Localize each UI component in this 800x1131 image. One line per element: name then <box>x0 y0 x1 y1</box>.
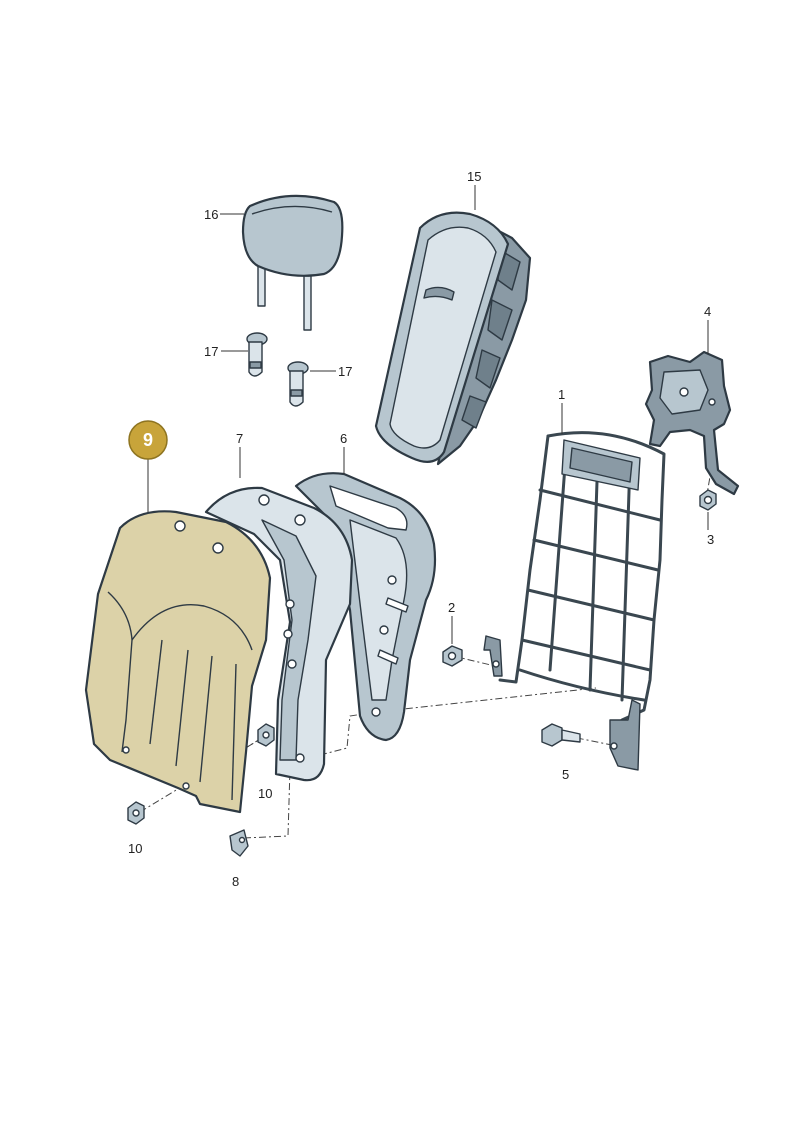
headrest-guide-right[interactable] <box>287 361 309 407</box>
callout-17-left: 17 <box>204 344 218 359</box>
callout-16: 16 <box>204 207 218 222</box>
backrest-shell[interactable] <box>294 472 437 742</box>
backrest-wire-frame[interactable] <box>483 431 666 771</box>
nut-part-3[interactable] <box>699 489 717 511</box>
backrest-cover-highlighted[interactable] <box>84 510 272 814</box>
callout-9-badge <box>128 420 168 460</box>
clip-part-8[interactable] <box>229 829 249 857</box>
headrest[interactable] <box>241 194 344 331</box>
callout-4: 4 <box>704 304 711 319</box>
callout-labels: 16 17 17 15 4 1 3 6 7 2 5 10 10 8 9 <box>128 169 714 889</box>
mounting-bracket[interactable] <box>644 350 740 496</box>
clip-part-10-right[interactable] <box>257 723 275 747</box>
callout-6: 6 <box>340 431 347 446</box>
backrest-foam-pad[interactable] <box>204 486 354 782</box>
callout-9: 9 <box>143 430 153 450</box>
callout-7: 7 <box>236 431 243 446</box>
callout-17-right: 17 <box>338 364 352 379</box>
clip-part-10-left[interactable] <box>127 801 145 825</box>
nut-part-2[interactable] <box>442 645 463 667</box>
callout-10-left: 10 <box>128 841 142 856</box>
leader-lines <box>147 185 709 644</box>
callout-10-right: 10 <box>258 786 272 801</box>
rear-backrest-panel[interactable] <box>374 211 532 466</box>
callout-5: 5 <box>562 767 569 782</box>
bolt-part-5[interactable] <box>541 723 581 747</box>
callout-15: 15 <box>467 169 481 184</box>
callout-2: 2 <box>448 600 455 615</box>
callout-8: 8 <box>232 874 239 889</box>
headrest-guide-left[interactable] <box>246 332 268 377</box>
callout-3: 3 <box>707 532 714 547</box>
callout-1: 1 <box>558 387 565 402</box>
